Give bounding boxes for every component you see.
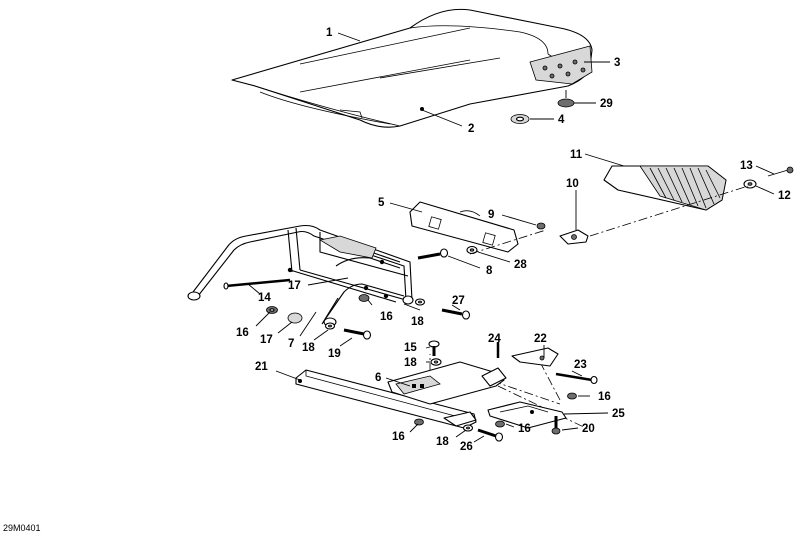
rod-part-14 [223,278,291,290]
seat-base-plate [529,45,593,85]
washer-part-18-bottom [462,424,474,432]
bulb-socket-part-10 [559,229,589,245]
callout-7: 7 [288,338,294,350]
bolt-part-20 [551,416,561,435]
shaft-part-23 [555,372,598,385]
callout-6: 6 [375,372,381,384]
bolt-part-26 [477,428,504,442]
callout-16b: 16 [380,311,393,323]
spacer-part-17 [287,312,303,324]
callout-15: 15 [404,342,417,354]
lens-screw-part-13 [767,166,794,177]
callout-27: 27 [452,295,465,307]
callout-25: 25 [612,408,625,420]
callout-18c: 18 [404,357,417,369]
callout-13: 13 [740,160,753,172]
callout-18b: 18 [302,342,315,354]
hinge-plate-part-25 [487,401,567,429]
callout-20: 20 [582,423,595,435]
callout-18a: 18 [411,316,424,328]
callout-19: 19 [328,348,341,360]
callout-17a: 17 [288,280,301,292]
nut-part-16-mid [358,294,370,302]
callout-5: 5 [378,197,385,209]
callout-16a: 16 [236,327,249,339]
callout-26: 26 [460,441,473,453]
callout-labels: 1 2 3 4 29 11 13 10 12 5 9 28 8 14 17 27… [236,27,791,453]
callout-16e: 16 [392,431,405,443]
callout-14: 14 [258,292,271,304]
washer-part-18-left [324,322,336,330]
callout-12: 12 [778,190,791,202]
callout-3: 3 [614,57,620,69]
callout-23: 23 [574,359,587,371]
drawing-code: 29M0401 [3,523,41,533]
callout-4: 4 [558,114,565,126]
callout-16d: 16 [518,423,531,435]
bolt-part-15 [428,340,440,356]
callout-8: 8 [486,265,493,277]
callout-24: 24 [488,333,501,345]
callout-29: 29 [600,98,613,110]
nut-part-16-right [567,392,577,400]
tail-light-assembly [603,165,727,211]
bracket-part-6 [387,361,507,405]
bracket-part-22 [511,347,559,367]
nut-part-16-bottom [414,418,424,426]
callout-1: 1 [326,27,333,39]
callout-18d: 18 [436,436,449,448]
light-bracket-part-5 [409,201,519,253]
leader-lines [247,32,775,443]
luggage-rack-frame [187,224,414,327]
nut-part-16-left [266,306,278,314]
callout-16c: 16 [598,391,611,403]
nut-part-16-lower [495,420,505,428]
bolt-part-19 [343,328,372,340]
bolt-part-27 [441,308,471,320]
nut-part-9 [536,222,546,230]
callout-17b: 17 [260,334,273,346]
washer-part-18-upper [430,358,442,366]
callout-9: 9 [488,209,494,221]
callout-11: 11 [570,149,583,161]
callout-10: 10 [566,178,579,190]
nut-part-4 [510,114,530,124]
callout-22: 22 [534,333,547,345]
washer-part-18-mid [414,298,426,306]
washer-part-12 [743,179,757,189]
support-plate-part-21 [295,369,477,429]
grommet-part-29 [557,90,575,108]
callout-28: 28 [514,259,527,271]
screw-part-8 [417,248,449,260]
callout-2: 2 [468,123,474,135]
callout-21: 21 [255,361,268,373]
